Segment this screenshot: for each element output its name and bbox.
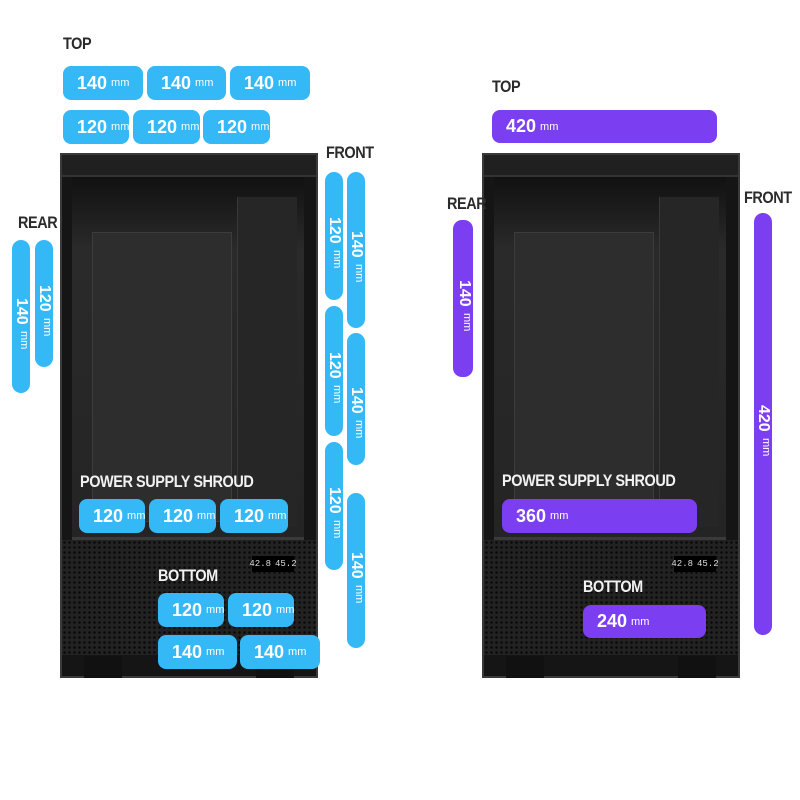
cable-panel (659, 197, 719, 527)
top-label: TOP (63, 34, 92, 53)
rear-label: REAR (447, 194, 487, 213)
case-foot (678, 656, 716, 678)
front-label: FRONT (744, 188, 792, 207)
temperature-display: 42.8 45.2 (671, 556, 719, 572)
case-interior (72, 177, 304, 537)
temperature-display: 42.8 45.2 (249, 556, 297, 572)
cpu-temp: 42.8 (671, 559, 693, 569)
front-label: FRONT (326, 143, 374, 162)
case-top-panel (62, 155, 316, 177)
case-foot (506, 656, 544, 678)
bottom-label: BOTTOM (583, 577, 643, 596)
case-top-panel (484, 155, 738, 177)
psu-shroud-label: POWER SUPPLY SHROUD (502, 471, 676, 490)
case-foot (84, 656, 122, 678)
rear-label: REAR (18, 213, 58, 232)
top-label: TOP (492, 77, 521, 96)
motherboard-tray (92, 232, 232, 522)
motherboard-tray (514, 232, 654, 522)
bottom-label: BOTTOM (158, 566, 218, 585)
pc-case-radiator-layout: 42.8 45.2 (482, 153, 740, 678)
gpu-temp: 45.2 (275, 559, 297, 569)
gpu-temp: 45.2 (697, 559, 719, 569)
case-interior (494, 177, 726, 537)
cpu-temp: 42.8 (249, 559, 271, 569)
cable-panel (237, 197, 297, 527)
psu-shroud-label: POWER SUPPLY SHROUD (80, 472, 254, 491)
